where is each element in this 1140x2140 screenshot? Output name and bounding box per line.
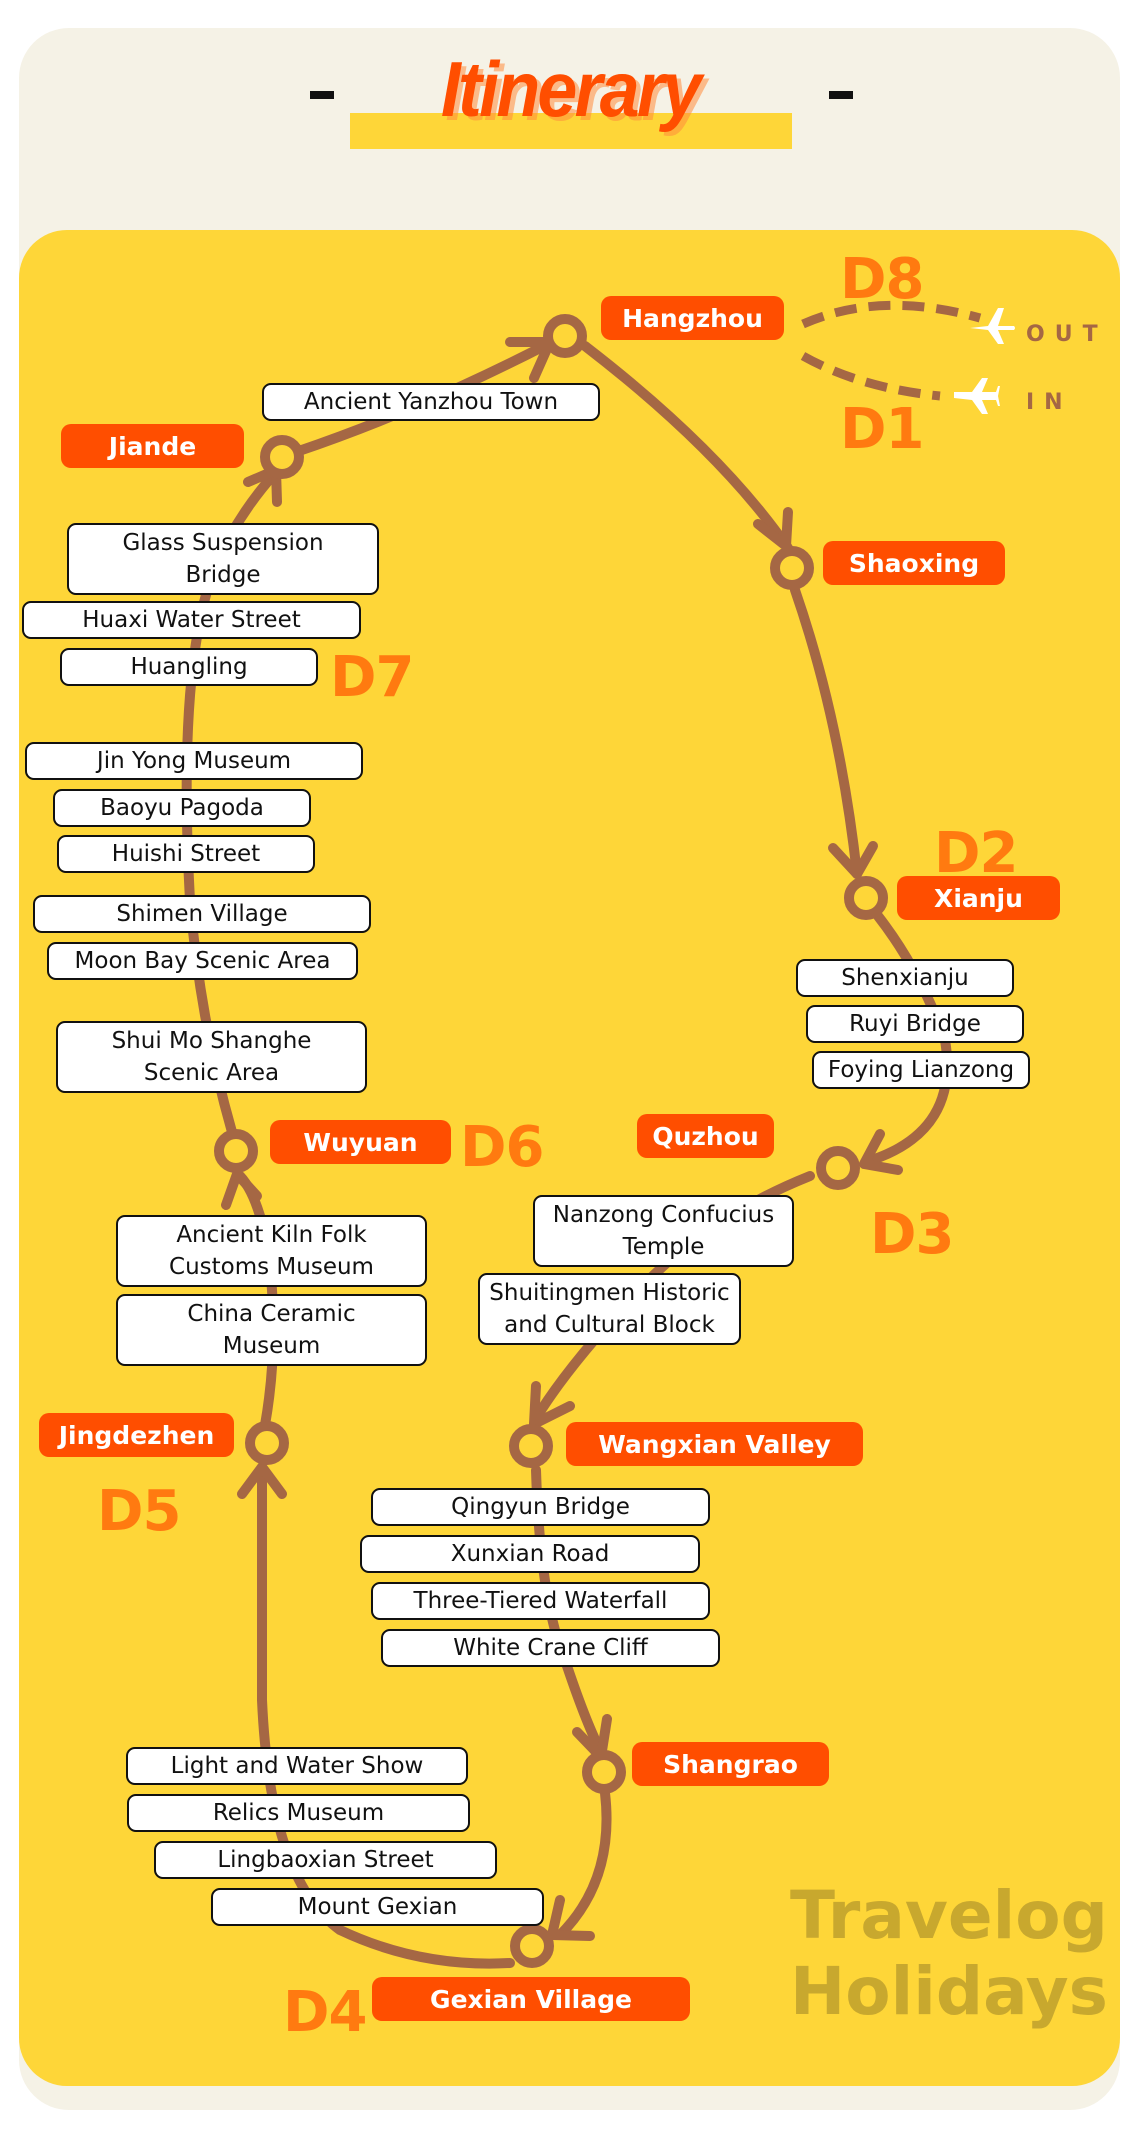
brand-watermark: Travelog Holidays bbox=[790, 1877, 1108, 2030]
city-badge-quzhou: Quzhou bbox=[637, 1114, 774, 1158]
day-label-d1: D1 bbox=[840, 397, 924, 462]
city-badge-gexian-village: Gexian Village bbox=[372, 1977, 690, 2021]
city-badge-wangxian-valley: Wangxian Valley bbox=[566, 1422, 863, 1466]
airplane-icon bbox=[954, 378, 1000, 414]
attraction-moon-bay-scenic-area: Moon Bay Scenic Area bbox=[47, 942, 358, 980]
flight-out-label: OUT bbox=[1026, 322, 1108, 347]
flight-path-in bbox=[800, 352, 941, 401]
attraction-ancient-kiln-folk-customs-museum: Ancient Kiln Folk Customs Museum bbox=[116, 1215, 427, 1287]
attraction-shenxianju: Shenxianju bbox=[796, 959, 1014, 997]
title-highlight-bar bbox=[350, 113, 792, 149]
brand-line-2: Holidays bbox=[790, 1953, 1108, 2030]
node-wuyuan bbox=[214, 1129, 258, 1173]
node-jingdezhen bbox=[245, 1421, 289, 1465]
city-badge-xianju: Xianju bbox=[897, 876, 1060, 920]
attraction-huaxi-water-street: Huaxi Water Street bbox=[22, 601, 361, 639]
node-shaoxing bbox=[770, 546, 814, 590]
attraction-china-ceramic-museum: China Ceramic Museum bbox=[116, 1294, 427, 1366]
attraction-shui-mo-shanghe-scenic-area: Shui Mo Shanghe Scenic Area bbox=[56, 1021, 367, 1093]
flight-path-out bbox=[801, 300, 982, 329]
attraction-baoyu-pagoda: Baoyu Pagoda bbox=[53, 789, 311, 827]
day-label-d8: D8 bbox=[840, 247, 924, 312]
flight-in-label: IN bbox=[1026, 390, 1073, 415]
city-badge-shaoxing: Shaoxing bbox=[823, 541, 1005, 585]
attraction-glass-suspension-bridge: Glass Suspension Bridge bbox=[67, 523, 379, 595]
attraction-foying-lianzong: Foying Lianzong bbox=[812, 1051, 1030, 1089]
title-left-dash bbox=[310, 91, 334, 99]
route-segment-hangzhou-shaoxing bbox=[580, 341, 793, 553]
attraction-light-and-water-show: Light and Water Show bbox=[126, 1747, 468, 1785]
day-label-d3: D3 bbox=[870, 1202, 954, 1267]
node-xianju bbox=[844, 876, 888, 920]
attraction-mount-gexian: Mount Gexian bbox=[211, 1888, 544, 1926]
attraction-white-crane-cliff: White Crane Cliff bbox=[381, 1629, 720, 1667]
city-badge-jiande: Jiande bbox=[61, 424, 244, 468]
attraction-shuitingmen-block: Shuitingmen Historic and Cultural Block bbox=[478, 1273, 741, 1345]
route-segment-shaoxing-xianju bbox=[790, 585, 862, 879]
city-badge-hangzhou: Hangzhou bbox=[601, 296, 784, 340]
arrow-head-wangxian bbox=[529, 1381, 575, 1429]
arrow-head-xianju bbox=[828, 841, 878, 879]
node-gexian-village bbox=[510, 1924, 554, 1968]
node-hangzhou bbox=[543, 314, 587, 358]
attraction-xunxian-road: Xunxian Road bbox=[360, 1535, 700, 1573]
attraction-huangling: Huangling bbox=[60, 648, 318, 686]
arrow-head-wuyuan bbox=[221, 1169, 262, 1210]
title-right-dash bbox=[829, 91, 853, 99]
city-badge-jingdezhen: Jingdezhen bbox=[39, 1413, 234, 1457]
attraction-relics-museum: Relics Museum bbox=[127, 1794, 470, 1832]
node-wangxian-valley bbox=[509, 1424, 553, 1468]
city-badge-wuyuan: Wuyuan bbox=[270, 1120, 451, 1164]
page-title: Itinerary bbox=[440, 45, 702, 133]
attraction-huishi-street: Huishi Street bbox=[57, 835, 315, 873]
attraction-three-tiered-waterfall: Three-Tiered Waterfall bbox=[371, 1582, 710, 1620]
arrow-head-jingdezhen bbox=[237, 1462, 287, 1499]
day-label-d5: D5 bbox=[97, 1479, 181, 1544]
day-label-d4: D4 bbox=[283, 1980, 367, 2045]
node-jiande bbox=[260, 435, 304, 479]
node-quzhou bbox=[816, 1146, 860, 1190]
attraction-nanzong-confucius-temple: Nanzong Confucius Temple bbox=[533, 1195, 794, 1267]
brand-line-1: Travelog bbox=[790, 1877, 1108, 1954]
attraction-jin-yong-museum: Jin Yong Museum bbox=[25, 742, 363, 780]
arrow-head-quzhou bbox=[859, 1129, 903, 1175]
route-segment-shangrao-gexian bbox=[555, 1788, 612, 1940]
attraction-lingbaoxian-street: Lingbaoxian Street bbox=[154, 1841, 497, 1879]
attraction-ruyi-bridge: Ruyi Bridge bbox=[806, 1005, 1024, 1043]
day-label-d6: D6 bbox=[460, 1115, 544, 1180]
attraction-qingyun-bridge: Qingyun Bridge bbox=[371, 1488, 710, 1526]
day-label-d7: D7 bbox=[330, 645, 414, 710]
airplane-icon bbox=[970, 308, 1015, 344]
day-label-d2: D2 bbox=[934, 821, 1018, 886]
attraction-shimen-village: Shimen Village bbox=[33, 895, 371, 933]
attraction-ancient-yanzhou-town: Ancient Yanzhou Town bbox=[262, 383, 600, 421]
city-badge-shangrao: Shangrao bbox=[632, 1742, 829, 1786]
arrow-head-shaoxing bbox=[753, 507, 793, 551]
node-shangrao bbox=[582, 1750, 626, 1794]
arrow-head-gexian bbox=[547, 1895, 595, 1941]
